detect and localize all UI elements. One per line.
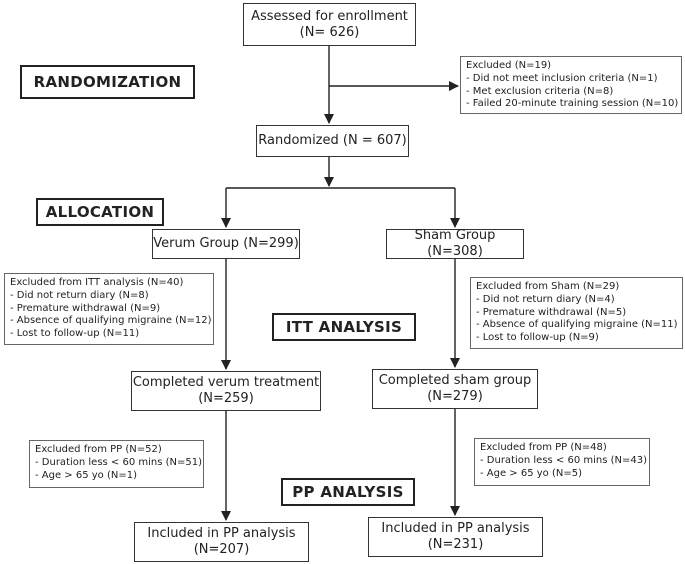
excluded-sham-item: - Lost to follow-up (N=9) [476,332,599,344]
excluded-pp-sham-item: - Age > 65 yo (N=5) [480,467,583,479]
completed-verum-line2: (N=259) [198,391,254,406]
completed-sham-line2: (N=279) [427,389,483,404]
verum-group-label: Verum Group (N=299) [153,236,299,252]
excluded-itt-verum-item: - Absence of qualifying migraine (N=12) [10,315,212,327]
excluded-enrollment-item: - Did not meet inclusion criteria (N=1) [466,72,658,84]
assessed-line2: (N= 626) [299,24,360,40]
excluded-enrollment-title: Excluded (N=19) [466,60,552,71]
excluded-pp-verum-title: Excluded from PP (N=52) [35,444,162,455]
excluded-itt-verum-item: - Did not return diary (N=8) [10,289,149,301]
randomized-label: Randomized (N = 607) [258,133,407,149]
included-pp-verum-line2: (N=207) [193,542,250,557]
completed-sham-box: Completed sham group (N=279) [372,369,538,409]
phase-allocation-label: ALLOCATION [36,198,164,226]
excluded-sham-item: - Premature withdrawal (N=5) [476,306,627,318]
excluded-enrollment-item: - Met exclusion criteria (N=8) [466,85,614,97]
excluded-pp-sham-box: Excluded from PP (N=48) - Duration less … [474,438,650,486]
excluded-pp-verum-item: - Age > 65 yo (N=1) [35,469,138,481]
randomized-box: Randomized (N = 607) [256,125,409,157]
excluded-itt-verum-item: - Premature withdrawal (N=9) [10,302,161,314]
included-pp-sham-line1: Included in PP analysis [381,521,530,537]
included-pp-sham-box: Included in PP analysis (N=231) [368,517,543,557]
included-pp-sham-line2: (N=231) [427,537,484,552]
excluded-sham-title: Excluded from Sham (N=29) [476,281,620,292]
assessed-line1: Assessed for enrollment [251,8,408,24]
verum-group-box: Verum Group (N=299) [152,229,300,259]
excluded-enrollment-item: - Failed 20-minute training session (N=1… [466,98,679,110]
excluded-sham-item: - Did not return diary (N=4) [476,293,615,305]
excluded-pp-verum-item: - Duration less < 60 mins (N=51) [35,456,203,468]
phase-randomization-label: RANDOMIZATION [20,65,195,99]
excluded-pp-verum-box: Excluded from PP (N=52) - Duration less … [29,440,204,488]
excluded-itt-verum-item: - Lost to follow-up (N=11) [10,328,140,340]
excluded-sham-item: - Absence of qualifying migraine (N=11) [476,319,678,331]
completed-sham-line1: Completed sham group [378,373,532,389]
included-pp-verum-box: Included in PP analysis (N=207) [134,522,309,562]
excluded-pp-sham-item: - Duration less < 60 mins (N=43) [480,454,648,466]
phase-itt-analysis-label: ITT ANALYSIS [272,313,416,341]
completed-verum-box: Completed verum treatment (N=259) [131,371,321,411]
sham-group-label: Sham Group (N=308) [414,228,496,259]
completed-verum-line1: Completed verum treatment [132,375,320,391]
included-pp-verum-line1: Included in PP analysis [147,526,296,542]
excluded-enrollment-box: Excluded (N=19) - Did not meet inclusion… [460,56,682,114]
sham-group-box: Sham Group (N=308) [386,228,524,259]
excluded-sham-box: Excluded from Sham (N=29) - Did not retu… [470,277,683,349]
excluded-pp-sham-title: Excluded from PP (N=48) [480,442,607,453]
excluded-itt-verum-title: Excluded from ITT analysis (N=40) [10,277,184,288]
excluded-itt-verum-box: Excluded from ITT analysis (N=40) - Did … [4,273,214,345]
assessed-for-enrollment-box: Assessed for enrollment (N= 626) [243,3,416,46]
phase-pp-analysis-label: PP ANALYSIS [281,478,415,506]
